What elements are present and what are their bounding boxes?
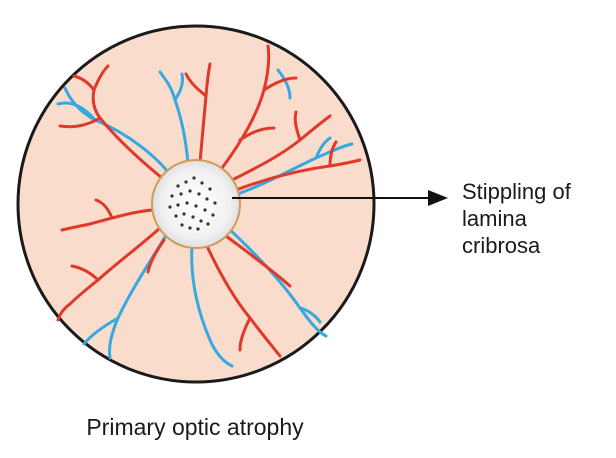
artery-upper-center-branch — [184, 72, 208, 98]
stipple-dot — [197, 192, 201, 196]
stipple-dot — [203, 208, 207, 212]
stipple-dot — [206, 222, 210, 226]
stipple-dot — [194, 204, 198, 208]
optic-disc — [151, 159, 241, 249]
artery-right-upper-branch — [293, 110, 302, 142]
stippling-label: Stippling of lamina cribrosa — [462, 178, 571, 259]
artery-lower-left-small — [146, 238, 166, 274]
lamina-cribrosa-stippling — [168, 176, 217, 231]
stipple-dot — [200, 181, 204, 185]
stipple-dot — [208, 187, 212, 191]
stipple-dot — [185, 201, 189, 205]
stipple-dot — [180, 223, 184, 227]
artery-upper-left-branch2 — [92, 64, 110, 92]
vein-upper-left-branch — [56, 101, 97, 122]
artery-left-lower-branch1 — [70, 264, 100, 282]
stipple-dot — [176, 184, 180, 188]
vein-upper-center-branch — [173, 72, 184, 102]
artery-left-lower-branch2 — [56, 302, 72, 322]
artery-right-mid-branch — [328, 140, 338, 168]
artery-lower-center-branch — [238, 316, 252, 352]
retinal-arteries — [56, 44, 362, 358]
stipple-dot — [191, 215, 195, 219]
stipple-dot — [196, 227, 200, 231]
vein-lower-right — [226, 226, 328, 338]
stipple-dot — [188, 189, 192, 193]
stipple-dot — [174, 214, 178, 218]
stipple-dot — [188, 226, 192, 230]
stippling-label-line3: cribrosa — [462, 233, 541, 258]
stipple-dot — [213, 201, 217, 205]
stipple-dot — [211, 213, 215, 217]
stipple-dot — [176, 203, 180, 207]
stippling-label-line2: lamina — [462, 206, 527, 231]
artery-upper-right-branch2 — [238, 126, 276, 142]
stipple-dot — [199, 219, 203, 223]
stipple-dot — [179, 192, 183, 196]
stipple-dot — [182, 212, 186, 216]
vein-lower-center — [190, 243, 234, 368]
stipple-dot — [170, 194, 174, 198]
figure-caption: Primary optic atrophy — [86, 414, 304, 440]
vein-lower-left-branch — [82, 316, 120, 346]
stipple-dot — [192, 176, 196, 180]
vein-upper-right-small — [276, 68, 292, 100]
callout-pointer — [232, 190, 448, 206]
vein-lower-right-branch — [298, 306, 322, 324]
artery-upper-left-branch1 — [58, 116, 102, 129]
artery-upper-right-branch1 — [262, 76, 298, 92]
stipple-dot — [184, 180, 188, 184]
artery-upper-left-branch3 — [72, 74, 96, 92]
stippling-label-line1: Stippling of — [462, 179, 571, 204]
stipple-dot — [205, 197, 209, 201]
artery-left-mid-branch — [94, 198, 114, 220]
stipple-dot — [168, 205, 172, 209]
vein-right-branch — [314, 136, 332, 160]
arrowhead-icon — [428, 190, 448, 206]
artery-left-mid — [60, 208, 154, 232]
artery-lower-right — [224, 234, 292, 288]
